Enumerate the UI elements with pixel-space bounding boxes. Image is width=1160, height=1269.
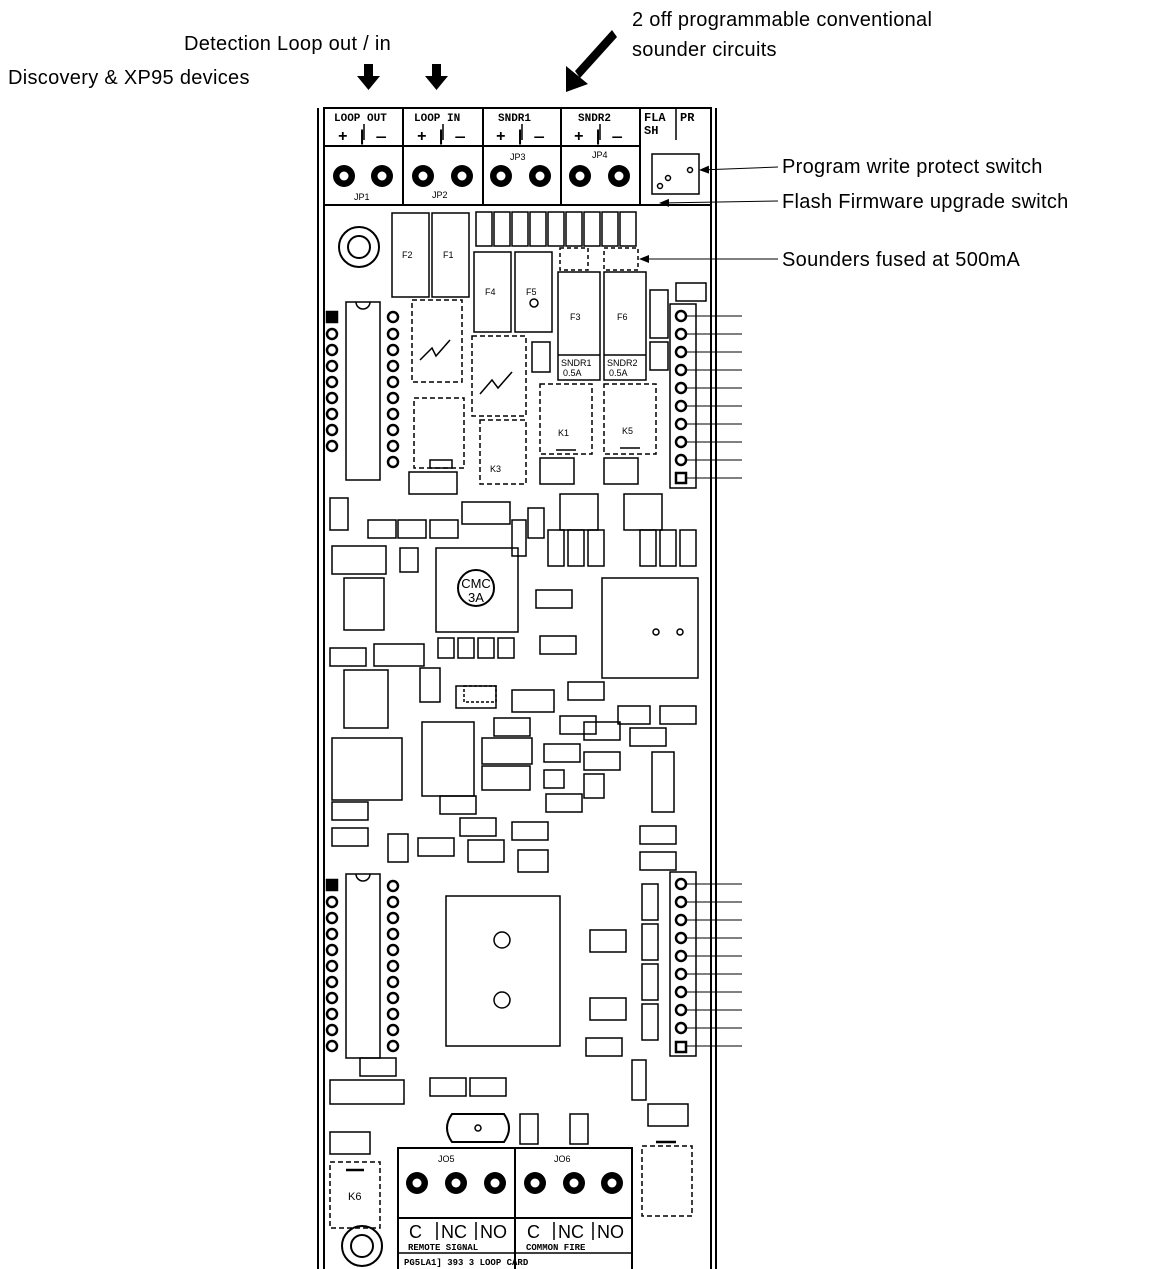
write-protect-leader <box>699 165 779 174</box>
sounder-circuits-label-2: sounder circuits <box>632 39 777 61</box>
discovery-label: Discovery & XP95 devices <box>8 67 250 89</box>
flash-upgrade-label: Flash Firmware upgrade switch <box>782 191 1069 213</box>
fuses-f1-f2 <box>391 212 470 298</box>
screw-terminal-icon <box>371 165 393 187</box>
screw-terminal-icon <box>406 1172 428 1194</box>
transformer-label-2: 3A <box>468 590 484 605</box>
right-header-upper <box>669 303 697 489</box>
fuse-f3-label: F3 <box>570 312 581 322</box>
fuse-f2-label: F2 <box>402 250 413 260</box>
jp3-label: JP3 <box>510 152 526 162</box>
fuse-f5-label: F5 <box>526 287 537 297</box>
loop-in-arrow-icon <box>425 64 448 90</box>
relay-k3-label: K3 <box>490 464 501 474</box>
screw-terminal-icon <box>608 165 630 187</box>
relay-k1-label: K1 <box>558 428 569 438</box>
right-upper-components <box>649 282 707 371</box>
loop-in-header: LOOP IN <box>414 113 460 125</box>
sndr2-header: SNDR2 <box>578 113 611 125</box>
screw-terminal-icon <box>412 165 434 187</box>
flash-upgrade-leader <box>659 198 779 207</box>
sounders-fused-label: Sounders fused at 500mA <box>782 249 1021 271</box>
fuse-f6-label: F6 <box>617 312 628 322</box>
screw-terminal-icon <box>601 1172 623 1194</box>
bottom-screw-terminals <box>406 1172 623 1194</box>
remote-c-label: C <box>409 1222 422 1242</box>
transformer-label-1: CMC <box>461 576 491 591</box>
right-lower-leader-lines <box>687 883 742 1047</box>
flash-header-2: SH <box>644 124 658 138</box>
upper-ic <box>345 301 381 481</box>
bottom-terminal-block <box>397 1147 633 1269</box>
pcb-board <box>317 107 717 1269</box>
board-name-label: PG5LA1] 393 3 LOOP CARD <box>404 1258 529 1268</box>
left-header-upper <box>325 310 400 469</box>
loop-out-arrow-icon <box>357 64 380 90</box>
common-fire-caption: COMMON FIRE <box>526 1243 586 1253</box>
loop-in-polarity: + | — <box>417 128 465 146</box>
remote-no-label: NO <box>480 1222 507 1242</box>
fuse-row <box>475 211 639 271</box>
write-protect-switch <box>651 153 700 195</box>
fuse-f1-label: F1 <box>443 250 454 260</box>
screw-terminal-icon <box>524 1172 546 1194</box>
sndr1-fuse-rating: 0.5A <box>563 368 582 378</box>
left-header-lower <box>325 878 400 1053</box>
middle-components <box>329 493 699 1155</box>
mounting-hole-icon <box>341 1225 383 1267</box>
fuse-f4-label: F4 <box>485 287 496 297</box>
detection-loop-label: Detection Loop out / in <box>184 33 392 55</box>
center-upper-components <box>408 299 551 495</box>
jo6-label: JO6 <box>554 1154 571 1164</box>
flash-header-1: FLA <box>644 111 666 125</box>
right-header-lower <box>669 871 697 1057</box>
screw-terminal-icon <box>490 165 512 187</box>
prog-header: PR <box>680 111 695 125</box>
loop-out-header: LOOP OUT <box>334 113 387 125</box>
jp4-label: JP4 <box>592 150 608 160</box>
lower-ic <box>345 873 397 1077</box>
sndr2-fuse-rating: 0.5A <box>609 368 628 378</box>
common-c-label: C <box>527 1222 540 1242</box>
relay-k6-label: K6 <box>348 1191 361 1203</box>
sndr2-fuse-label: SNDR2 <box>607 358 638 368</box>
screw-terminal-icon <box>529 165 551 187</box>
relays-k1-k5 <box>539 383 657 485</box>
sndr2-polarity: + | — <box>574 128 622 146</box>
jo5-label: JO5 <box>438 1154 455 1164</box>
jp1-label: JP1 <box>354 192 370 202</box>
common-no-label: NO <box>597 1222 624 1242</box>
bottom-relays <box>329 1140 693 1229</box>
fuses-f4-f5 <box>473 251 553 333</box>
jp2-label: JP2 <box>432 190 448 200</box>
sndr1-polarity: + | — <box>496 128 544 146</box>
right-upper-leader-lines <box>687 315 742 479</box>
relay-k5-label: K5 <box>622 426 633 436</box>
sounder-fuses <box>557 271 647 381</box>
screw-terminal-icon <box>333 165 355 187</box>
sndr1-fuse-label: SNDR1 <box>561 358 592 368</box>
screw-terminal-icon <box>569 165 591 187</box>
remote-signal-caption: REMOTE SIGNAL <box>408 1243 478 1253</box>
screw-terminal-icon <box>563 1172 585 1194</box>
mounting-hole-icon <box>338 226 380 268</box>
screw-terminal-icon <box>484 1172 506 1194</box>
sndr1-header: SNDR1 <box>498 113 531 125</box>
loop-out-polarity: + | — <box>338 128 386 146</box>
sounder-circuits-label-1: 2 off programmable conventional <box>632 9 933 31</box>
top-terminal-block <box>324 108 677 205</box>
write-protect-label: Program write protect switch <box>782 156 1043 178</box>
top-screw-terminals <box>333 165 630 187</box>
screw-terminal-icon <box>451 165 473 187</box>
screw-terminal-icon <box>445 1172 467 1194</box>
remote-nc-label: NC <box>441 1222 467 1242</box>
common-nc-label: NC <box>558 1222 584 1242</box>
sounder-arrow-icon <box>566 30 617 92</box>
